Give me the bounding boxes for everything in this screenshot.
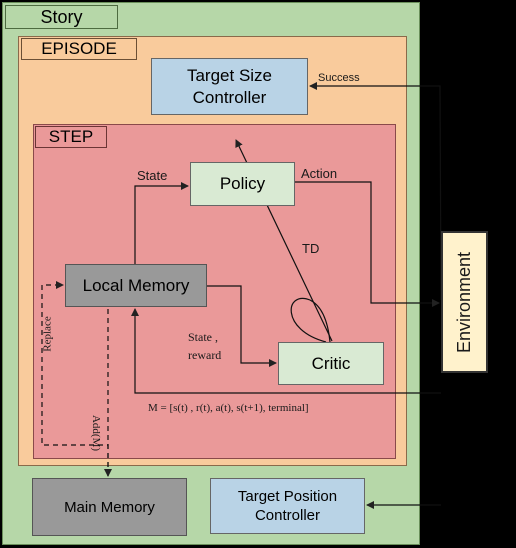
target-size-controller-title: Target Size xyxy=(186,65,273,85)
state-edge xyxy=(134,182,189,264)
success-edge xyxy=(309,82,442,301)
add-m-label: Add(M) xyxy=(90,414,103,452)
target-position-controller-subtitle: Controller xyxy=(254,507,320,524)
story-label: Story xyxy=(5,5,118,29)
environment-box: Environment xyxy=(441,231,488,373)
environment-label: Environment xyxy=(454,251,474,353)
target-position-controller-box: Target Position Controller xyxy=(210,478,365,534)
target-size-controller-subtitle: Controller xyxy=(192,87,267,107)
local-memory-box: Local Memory xyxy=(65,264,207,307)
critic-self-loop xyxy=(290,297,331,343)
action-label: Action xyxy=(301,166,338,181)
episode-label: EPISODE xyxy=(21,38,137,60)
state-label: State xyxy=(137,168,168,183)
td-label: TD xyxy=(302,241,320,256)
env-to-local-memory-edge xyxy=(131,308,441,394)
target-position-controller-title: Target Position xyxy=(237,488,338,505)
critic-box: Critic xyxy=(278,342,384,385)
target-size-controller-box: Target Size Controller xyxy=(151,58,308,115)
memory-connectors xyxy=(41,281,112,477)
main-memory-box: Main Memory xyxy=(32,478,187,536)
success-label: Success xyxy=(318,72,360,84)
replace-label: Replace xyxy=(41,316,54,352)
state-reward-label-line2: reward xyxy=(188,348,222,362)
state-reward-edge xyxy=(207,285,277,367)
step-label: STEP xyxy=(35,126,107,148)
policy-box: Policy xyxy=(190,162,295,206)
action-edge xyxy=(295,181,440,307)
memory-tuple-label: M = [s(t) , r(t), a(t), s(t+1), terminal… xyxy=(148,402,309,414)
state-reward-label-line1: State , xyxy=(188,330,218,344)
